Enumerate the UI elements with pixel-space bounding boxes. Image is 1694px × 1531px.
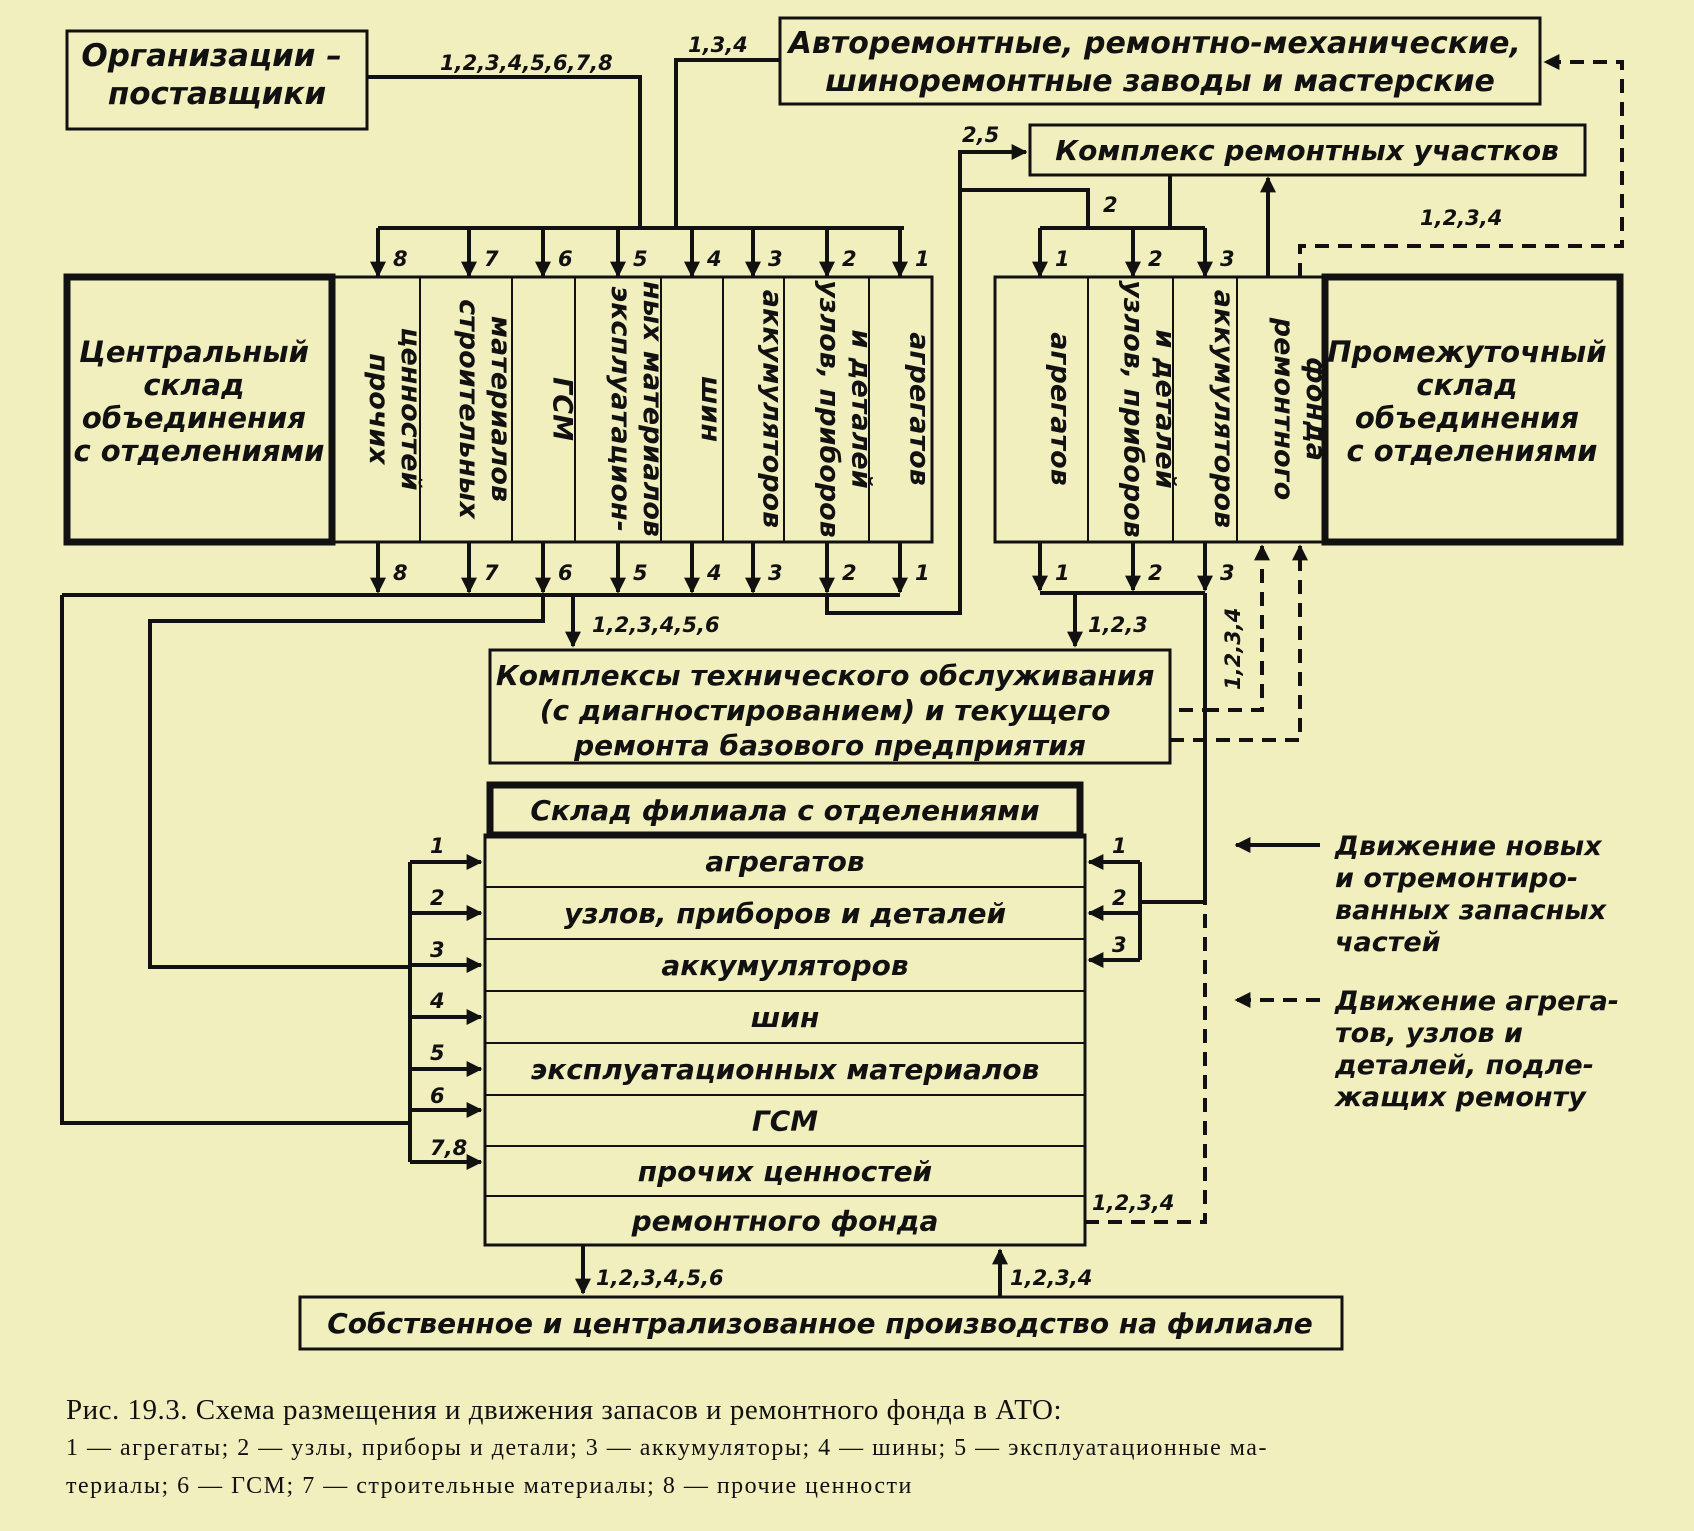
svg-text:1,2,3,4: 1,2,3,4 [1420,206,1502,230]
repair-sections-box: Комплекс ремонтных участков [1028,123,1587,177]
svg-text:Комплекс ремонтных участков: Комплекс ремонтных участков [1055,134,1559,167]
svg-text:Организации – поставщики: Организации – поставщики [81,38,352,112]
caption-legend-line-2: териалы; 6 — ГСМ; 7 — строительные матер… [66,1473,913,1499]
central-column-label: аккумуляторов [757,290,788,528]
svg-text:Центральный склад: Центральный склад объединения с отделени… [73,335,324,468]
branch-row-label: ремонтного фонда [631,1205,939,1238]
production-box: Собственное и централизованное производс… [298,1295,1344,1351]
central-column-label: прочих [363,353,394,466]
intermediate-bottom-num: 3 [1220,561,1235,585]
intermediate-top-num: 3 [1220,247,1235,271]
central-column-label: узлов, приборов [814,280,845,538]
intermediate-store-box: Промежуточный склад объединения с отделе… [1321,273,1624,546]
intermediate-bottom-num: 2 [1148,561,1163,585]
svg-text:2: 2 [1103,193,1118,217]
central-column-label: ных материалов [637,281,668,537]
branch-right-num: 2 [1112,886,1127,910]
branch-store-title-box: Склад филиала с отделениями [486,781,1084,839]
branch-row-label: эксплуатационных материалов [531,1053,1040,1086]
central-top-num: 5 [633,247,648,271]
solid-flow-lines [60,58,1276,1297]
legend: Движение новых и отремонтиро- ванных зап… [1234,831,1628,1113]
branch-left-num: 7,8 [430,1136,467,1160]
svg-text:1,2,3,4,5,6: 1,2,3,4,5,6 [596,1266,724,1290]
caption-legend-line-1: 1 — агрегаты; 2 — узлы, приборы и детали… [66,1435,1268,1461]
central-column-label: строительных [453,299,484,520]
intermediate-top-num: 2 [1148,247,1163,271]
branch-row-label: ГСМ [752,1105,818,1138]
central-top-num: 8 [393,247,408,271]
central-column-label: агрегатов [904,332,935,486]
central-bottom-num: 8 [393,561,408,585]
central-column-label: и деталей [846,329,877,488]
central-store-box: Центральный склад объединения с отделени… [63,273,336,546]
central-top-num: 1 [915,247,930,271]
svg-text:1,2,3,4: 1,2,3,4 [1221,608,1245,690]
branch-left-num: 4 [429,989,445,1013]
flow-labels: 1,2,3,4,5,6,7,8 1,3,4 2,5 2 1,2,3,4 1,2,… [393,33,1502,1290]
central-bottom-num: 2 [842,561,857,585]
branch-left-num: 5 [430,1041,445,1065]
svg-text:Комплексы технического обслужи: Комплексы технического обслуживания (с д… [496,659,1164,762]
central-bottom-num: 7 [484,561,499,585]
branch-left-num: 3 [430,938,445,962]
central-column-label: ГСМ [547,377,578,441]
central-column-label: эксплуатацион- [605,286,636,532]
central-top-num: 4 [706,247,722,271]
svg-text:Движение новых и отремон: Движение новых и отремонтиро- ванных зап… [1334,831,1616,958]
svg-text:1,2,3: 1,2,3 [1088,613,1148,637]
branch-row-label: шин [751,1001,820,1034]
branch-left-num: 2 [430,886,445,910]
central-top-num: 7 [484,247,499,271]
suppliers-box: Организации – поставщики [65,29,369,131]
central-top-num: 6 [558,247,573,271]
central-bottom-num: 6 [558,561,573,585]
intermediate-top-num: 1 [1055,247,1070,271]
branch-left-num: 6 [430,1084,445,1108]
intermediate-column-label: ремонтного [1268,317,1299,500]
central-bottom-num: 4 [706,561,722,585]
intermediate-column-label: аккумуляторов [1208,290,1239,528]
caption-title: Рис. 19.3. Схема размещения и движения з… [66,1394,1063,1426]
svg-text:1,2,3,4,5,6: 1,2,3,4,5,6 [592,613,720,637]
branch-row-label: агрегатов [705,845,864,878]
branch-right-num: 1 [1112,834,1127,858]
svg-text:Склад филиала с отделениями: Склад филиала с отделениями [530,794,1039,827]
central-top-num: 3 [768,247,783,271]
dashed-flow-lines [1085,54,1624,1224]
central-bottom-num: 5 [633,561,648,585]
svg-text:1,3,4: 1,3,4 [688,33,748,57]
figure-caption: Рис. 19.3. Схема размещения и движения з… [66,1394,1606,1503]
svg-text:Промежуточный склад: Промежуточный склад объединения с отделе… [1327,335,1616,468]
central-bottom-num: 1 [915,561,930,585]
intermediate-column-label: агрегатов [1045,332,1076,486]
central-column-label: материалов [485,316,516,502]
branch-row-label: аккумуляторов [661,949,908,982]
svg-text:1,2,3,4,5,6,7,8: 1,2,3,4,5,6,7,8 [440,51,613,75]
branch-row-label: узлов, приборов и деталей [564,897,1006,930]
central-bottom-num: 3 [768,561,783,585]
svg-text:2,5: 2,5 [962,123,999,147]
branch-row-label: прочих ценностей [638,1155,932,1188]
svg-text:Собственное и централизованное: Собственное и централизованное производс… [327,1307,1313,1340]
svg-text:1,2,3,4: 1,2,3,4 [1010,1266,1092,1290]
central-column-label: шин [695,376,726,442]
branch-left-num: 1 [430,834,445,858]
intermediate-bottom-num: 1 [1055,561,1070,585]
repair-plants-box: Авторемонтные, ремонтно-механические, ши… [778,16,1542,106]
branch-right-num: 3 [1112,933,1127,957]
intermediate-column-label: и деталей [1150,329,1181,488]
intermediate-column-label: узлов, приборов [1118,280,1149,538]
branch-store-sections: агрегатов узлов, приборов и деталей аккуму… [483,833,1087,1247]
central-top-num: 2 [842,247,857,271]
svg-text:1,2,3,4: 1,2,3,4 [1092,1191,1174,1215]
svg-text:Движение агрега- тов, уз: Движение агрега- тов, узлов и деталей, п… [1333,986,1628,1113]
central-column-label: ценностей [395,327,426,490]
svg-text:Авторемонтные, ремонтно-механи: Авторемонтные, ремонтно-механические, ши… [787,26,1532,99]
maintenance-box: Комплексы технического обслуживания (с д… [488,648,1172,765]
